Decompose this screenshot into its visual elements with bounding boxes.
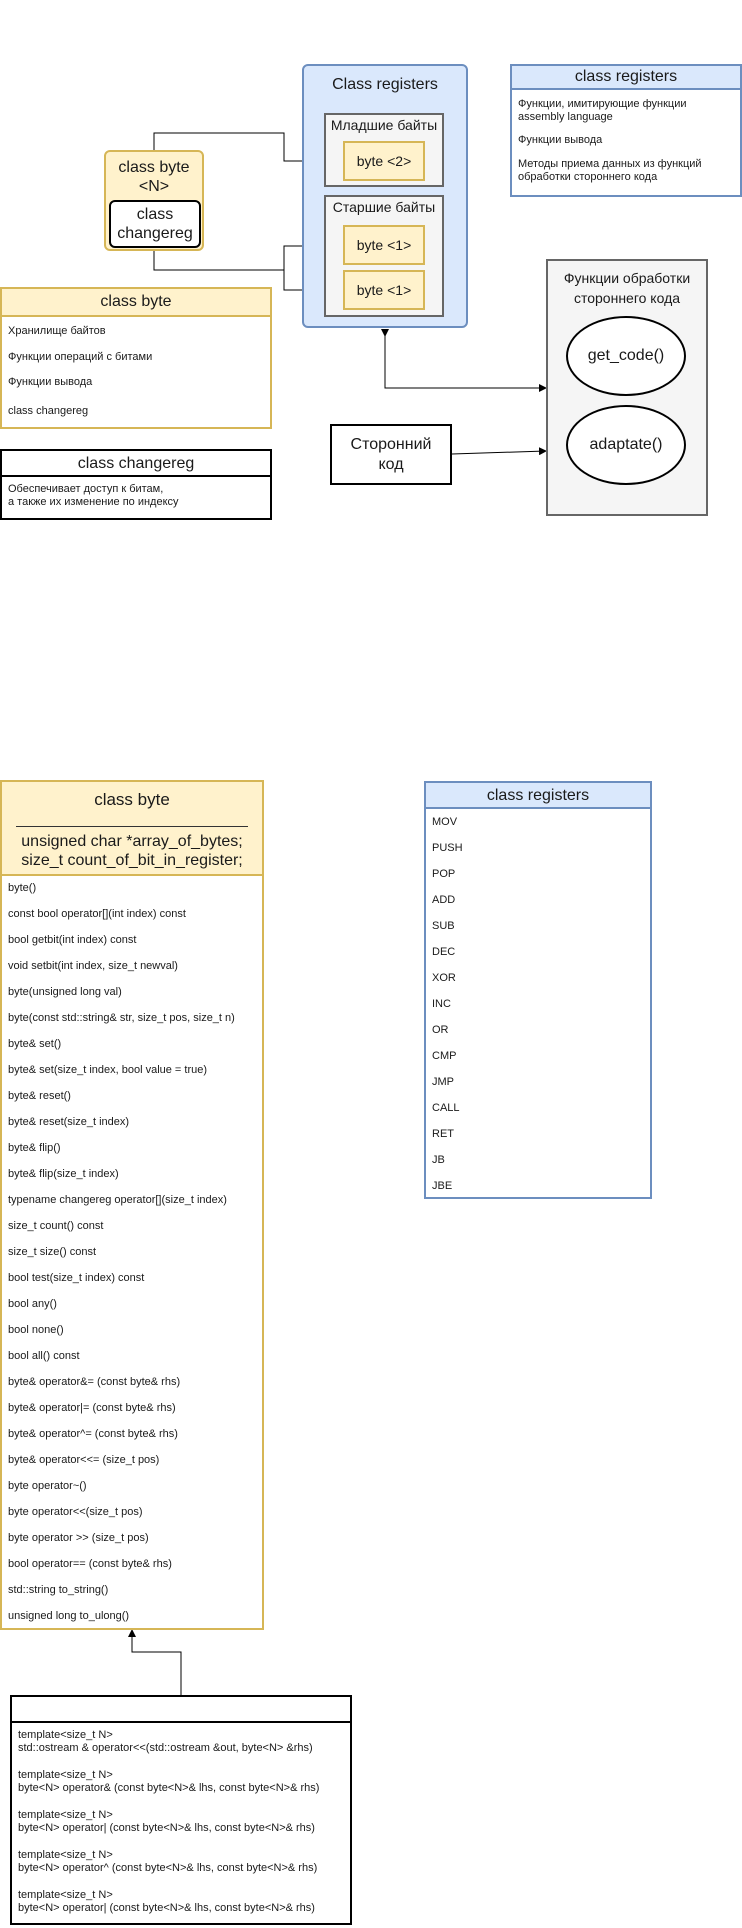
byte-method-row: byte& operator|= (const byte& rhs) bbox=[8, 1402, 176, 1414]
byte-method-row: byte operator~() bbox=[8, 1480, 87, 1492]
register-command-row: PUSH bbox=[432, 842, 463, 854]
byte-method-row: byte& operator&= (const byte& rhs) bbox=[8, 1376, 181, 1388]
register-command-row: DEC bbox=[432, 946, 456, 958]
changereg-inner-box: class changereg bbox=[109, 200, 201, 248]
registers-class-title: class registers bbox=[424, 781, 652, 809]
template-function-entry: template<size_t N>std::ostream & operato… bbox=[18, 1729, 313, 1754]
byte-method-row: byte& operator^= (const byte& rhs) bbox=[8, 1428, 178, 1440]
byte-method-row: const bool operator[](int index) const bbox=[8, 908, 186, 920]
edge-templates-to-byte bbox=[128, 1629, 182, 1696]
byte-method-row: bool none() bbox=[8, 1324, 64, 1336]
byte-desc-item: Хранилище байтов bbox=[8, 325, 106, 337]
byte-method-row: byte operator<<(size_t pos) bbox=[8, 1506, 143, 1518]
byte-method-row: size_t size() const bbox=[8, 1246, 97, 1258]
template-function-entry: template<size_t N>byte<N> operator| (con… bbox=[18, 1889, 315, 1914]
byte-method-row: bool any() bbox=[8, 1298, 57, 1310]
register-command-row: CALL bbox=[432, 1102, 460, 1114]
adaptate-ellipse: adaptate() bbox=[566, 405, 686, 485]
byte-method-row: std::string to_string() bbox=[8, 1584, 109, 1596]
byte-method-row: byte& flip() bbox=[8, 1142, 61, 1154]
register-command-row: INC bbox=[432, 998, 451, 1010]
external-functions-title: Функции обработки стороннего кода bbox=[563, 270, 691, 306]
byte-method-row: byte& set() bbox=[8, 1038, 62, 1050]
byte-template-title: class byte <N> bbox=[118, 159, 190, 195]
byte-desc-item: Функции вывода bbox=[8, 376, 93, 388]
edge-registers-external bbox=[381, 329, 547, 392]
get-code-ellipse: get_code() bbox=[566, 316, 686, 396]
byte-method-row: byte& operator<<= (size_t pos) bbox=[8, 1454, 160, 1466]
register-command-row: JB bbox=[432, 1154, 445, 1166]
byte-method-row: typename changereg operator[](size_t ind… bbox=[8, 1194, 227, 1206]
registers-desc-title: class registers bbox=[510, 64, 742, 90]
byte-method-row: byte& set(size_t index, bool value = tru… bbox=[8, 1064, 208, 1076]
byte-desc-item: Функции операций с битами bbox=[8, 351, 153, 363]
changereg-desc-text: Обеспечивает доступ к битам, а также их … bbox=[8, 483, 179, 508]
byte-method-row: byte& flip(size_t index) bbox=[8, 1168, 119, 1180]
register-command-row: XOR bbox=[432, 972, 456, 984]
template-function-entry: template<size_t N>byte<N> operator| (con… bbox=[18, 1809, 315, 1834]
changereg-desc-title: class changereg bbox=[0, 449, 272, 477]
template-function-entry: template<size_t N>byte<N> operator& (con… bbox=[18, 1769, 320, 1794]
byte-method-row: byte(unsigned long val) bbox=[8, 986, 122, 998]
byte-method-row: void setbit(int index, size_t newval) bbox=[8, 960, 178, 972]
registers-desc-box: class registers Функции, имитирующие фун… bbox=[510, 64, 742, 197]
register-command-row: OR bbox=[432, 1024, 449, 1036]
register-command-row: SUB bbox=[432, 920, 455, 932]
registers-desc-item: Функции вывода bbox=[518, 134, 603, 146]
registers-desc-item: Функции, имитирующие функции assembly la… bbox=[518, 98, 687, 123]
byte-method-row: byte& reset(size_t index) bbox=[8, 1116, 130, 1128]
register-command-row: POP bbox=[432, 868, 456, 880]
registers-desc-item: Методы приема данных из функций обработк… bbox=[518, 158, 702, 183]
template-functions-box: template<size_t N>std::ostream & operato… bbox=[10, 1695, 352, 1925]
byte-desc-box: class byte Хранилище байтов Функции опер… bbox=[0, 287, 272, 429]
changereg-desc-box: class changereg Обеспечивает доступ к би… bbox=[0, 449, 272, 520]
register-command-row: MOV bbox=[432, 816, 458, 828]
byte-method-row: bool operator== (const byte& rhs) bbox=[8, 1558, 172, 1570]
byte-class-header: class byte unsigned char *array_of_bytes… bbox=[0, 780, 264, 876]
template-functions-header bbox=[10, 1695, 352, 1723]
register-command-row: ADD bbox=[432, 894, 456, 906]
byte-method-row: byte() bbox=[8, 882, 37, 894]
byte-method-row: byte& reset() bbox=[8, 1090, 71, 1102]
high-byte-box-1: byte <1> bbox=[343, 225, 425, 265]
byte-method-row: byte(const std::string& str, size_t pos,… bbox=[8, 1012, 235, 1024]
template-function-entry: template<size_t N>byte<N> operator^ (con… bbox=[18, 1849, 318, 1874]
third-party-code-box: Сторонний код bbox=[330, 424, 452, 485]
low-bytes-title: Младшие байты bbox=[330, 117, 438, 133]
byte-method-row: bool getbit(int index) const bbox=[8, 934, 137, 946]
register-command-row: JMP bbox=[432, 1076, 454, 1088]
byte-method-row: byte operator >> (size_t pos) bbox=[8, 1532, 149, 1544]
byte-class-title: class byte bbox=[94, 790, 170, 809]
byte-desc-item: class changereg bbox=[8, 405, 89, 417]
byte-desc-title: class byte bbox=[0, 287, 272, 317]
byte-method-row: unsigned long to_ulong() bbox=[8, 1610, 130, 1622]
byte-method-row: bool all() const bbox=[8, 1350, 80, 1362]
byte-class-divider bbox=[16, 826, 248, 827]
byte-class-box: class byte unsigned char *array_of_bytes… bbox=[0, 780, 264, 1630]
byte-class-fields: unsigned char *array_of_bytes; size_t co… bbox=[21, 833, 243, 869]
low-byte-box: byte <2> bbox=[343, 141, 425, 181]
registers-container-title: Class registers bbox=[332, 76, 438, 93]
register-command-row: JBE bbox=[432, 1180, 453, 1192]
registers-class-box: class registers MOV PUSH POP ADD SUB DEC XOR IN… bbox=[424, 781, 652, 1199]
register-command-row: RET bbox=[432, 1128, 454, 1140]
high-bytes-title: Старшие байты bbox=[332, 199, 436, 215]
edge-thirdparty-to-external bbox=[451, 447, 547, 456]
register-command-row: CMP bbox=[432, 1050, 457, 1062]
byte-method-row: bool test(size_t index) const bbox=[8, 1272, 145, 1284]
byte-method-row: size_t count() const bbox=[8, 1220, 104, 1232]
high-byte-box-2: byte <1> bbox=[343, 270, 425, 310]
